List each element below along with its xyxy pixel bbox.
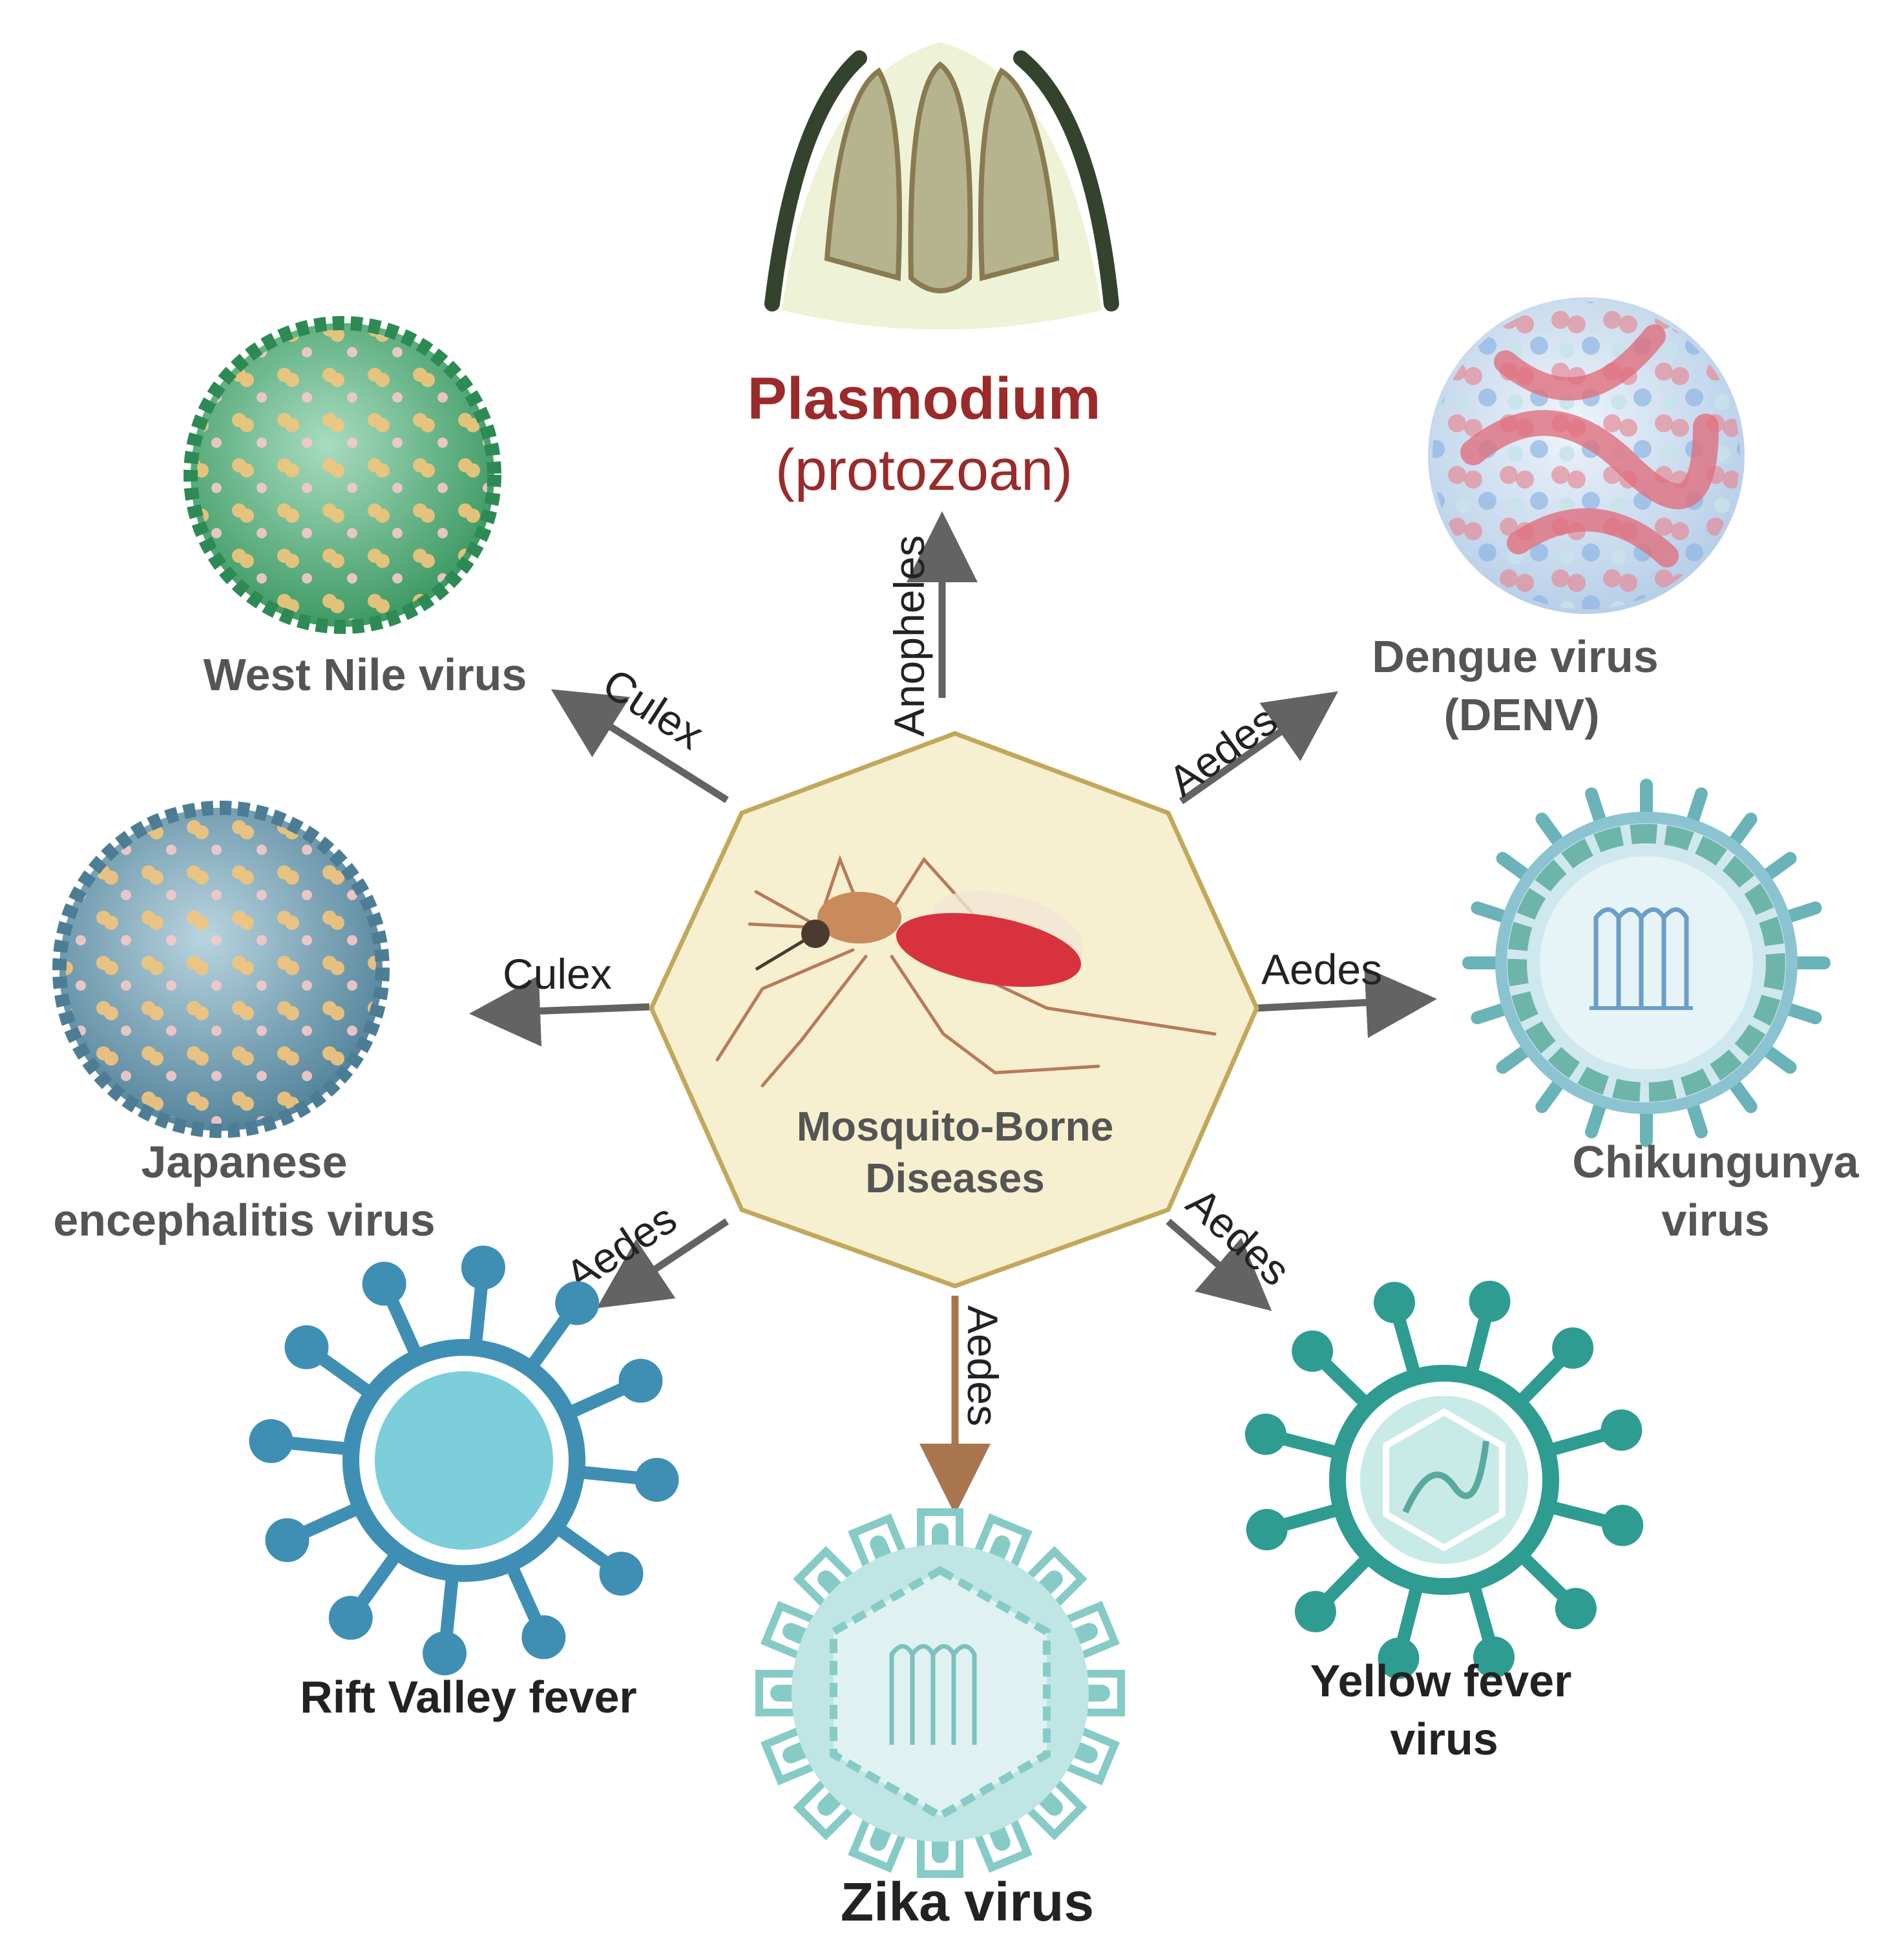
rift-valley-virus-icon [249, 1245, 679, 1676]
center-title-line1: Mosquito-Borne [797, 1103, 1114, 1150]
plasmodium-node: Plasmodium (protozoan) [747, 42, 1119, 503]
chikungunya-label-line2: virus [1661, 1195, 1769, 1245]
yellow-fever-node: Yellow fever virus [1244, 1280, 1644, 1764]
rift-valley-label: Rift Valley fever [300, 1672, 636, 1722]
dengue-node: Dengue virus (DENV) [1372, 297, 1745, 740]
arrow-chikungunya [1256, 967, 1437, 1038]
yellow-fever-virus-icon [1244, 1280, 1644, 1680]
vector-label-aedes-dengue: Aedes [1160, 695, 1286, 805]
plasmodium-icon [764, 42, 1119, 330]
arrow-rift-valley [596, 1218, 730, 1309]
japanese-encephalitis-node: Japanese encephalitis virus [52, 801, 436, 1245]
plasmodium-name: Plasmodium [747, 366, 1100, 432]
japanese-label-line2: encephalitis virus [53, 1195, 435, 1245]
rift-valley-node: Rift Valley fever [249, 1245, 679, 1722]
west-nile-label: West Nile virus [204, 649, 527, 700]
arrow-japanese [469, 975, 650, 1047]
arrow-dengue [1179, 691, 1339, 805]
vector-label-anopheles: Anopheles [885, 535, 933, 737]
zika-virus-icon [755, 1508, 1125, 1878]
japanese-label-line1: Japanese [141, 1137, 347, 1187]
vector-label-aedes-yellow: Aedes [1178, 1178, 1300, 1294]
japanese-encephalitis-virus-icon [52, 801, 390, 1138]
arrow-yellow-fever [1166, 1218, 1272, 1311]
zika-node: Zika virus [755, 1508, 1125, 1932]
center-node: Mosquito-Borne Diseases [649, 731, 1259, 1289]
center-octagon [649, 731, 1259, 1289]
vector-label-aedes-chikungunya: Aedes [1261, 945, 1382, 993]
yellow-fever-label-line1: Yellow fever [1310, 1656, 1572, 1706]
vector-label-aedes-zika: Aedes [959, 1305, 1007, 1426]
dengue-label-line1: Dengue virus [1372, 631, 1658, 682]
west-nile-node: West Nile virus [184, 316, 527, 700]
vector-label-culex-west-nile: Culex [594, 659, 712, 759]
west-nile-virus-icon [184, 316, 501, 634]
center-title-line2: Diseases [865, 1155, 1045, 1201]
chikungunya-label-line1: Chikungunya [1572, 1137, 1859, 1187]
mosquito-icon [715, 854, 1217, 1088]
yellow-fever-label-line2: virus [1390, 1714, 1498, 1764]
arrows [469, 511, 1437, 1515]
dengue-virus-icon [1428, 297, 1745, 614]
plasmodium-type: (protozoan) [775, 438, 1073, 503]
zika-label: Zika virus [841, 1871, 1094, 1932]
vector-label-culex-japanese: Culex [503, 950, 612, 998]
dengue-label-line2: (DENV) [1443, 690, 1599, 740]
arrow-west-nile [551, 689, 729, 803]
chikungunya-node: Chikungunya virus [1462, 779, 1860, 1245]
chikungunya-virus-icon [1462, 779, 1831, 1147]
